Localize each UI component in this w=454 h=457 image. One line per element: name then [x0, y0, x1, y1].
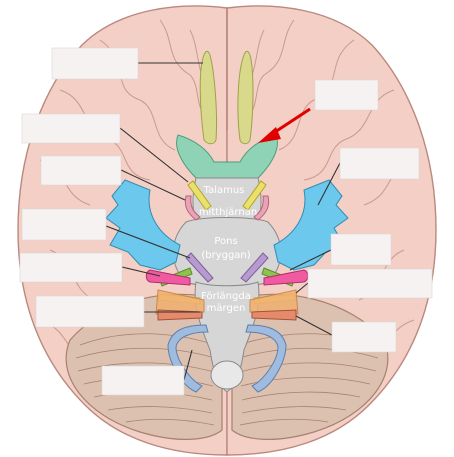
- leader-line-10: [295, 282, 309, 294]
- hypoglossal-left: [167, 324, 209, 393]
- vestibulocochlear-left: [145, 269, 191, 286]
- hypoglossal-right: [245, 324, 287, 393]
- olfactory-tract-right: [237, 50, 254, 145]
- label-box-10[interactable]: [330, 233, 392, 266]
- pons-label: Pons: [214, 236, 237, 247]
- leader-lines: [105, 62, 341, 381]
- leader-line-3: [120, 169, 186, 201]
- label-box-1[interactable]: [51, 47, 139, 80]
- accessory-right: [251, 309, 297, 321]
- leader-line-2: [119, 127, 189, 183]
- thalamus-label: Talamus: [203, 185, 245, 196]
- medulla-label-line2: märgen: [207, 303, 246, 314]
- label-box-12[interactable]: [331, 321, 397, 353]
- leader-line-5: [121, 266, 161, 277]
- vagus-left: [155, 289, 205, 315]
- trochlear-right: [253, 195, 270, 221]
- hypoglossal-nerves: [167, 324, 287, 393]
- leader-line-11: [295, 315, 333, 336]
- pons-alt-label: (bryggan): [201, 250, 250, 261]
- trigeminal-right: [273, 179, 349, 271]
- leader-line-8: [317, 162, 341, 206]
- label-box-9[interactable]: [339, 147, 420, 180]
- label-box-8[interactable]: [314, 79, 379, 111]
- leader-line-7: [183, 349, 193, 381]
- label-box-7[interactable]: [101, 365, 185, 396]
- abducens-right: [240, 252, 269, 283]
- label-box-3[interactable]: [40, 155, 122, 186]
- medulla-label-line1: Förlängda: [201, 291, 251, 302]
- spinal-cord-section: [210, 360, 244, 390]
- vagus-nerves: [155, 289, 299, 315]
- vagus-right: [249, 289, 299, 315]
- oculomotor-right: [242, 180, 267, 211]
- olfactory-tract-left: [199, 50, 218, 145]
- trochlear-nerves: [184, 195, 270, 221]
- label-box-4[interactable]: [21, 208, 107, 241]
- trochlear-left: [184, 195, 201, 221]
- abducens-left: [185, 252, 214, 283]
- arrow-head: [258, 127, 281, 143]
- label-boxes: [19, 47, 433, 396]
- label-box-5[interactable]: [19, 252, 123, 283]
- arrow-shaft: [271, 107, 311, 136]
- vestibulocochlear-nerves: [145, 269, 309, 286]
- vestibulocochlear-right: [263, 269, 309, 286]
- region-labels: Talamus mitthjärnan Pons (bryggan) Förlä…: [199, 185, 257, 314]
- abducens-nerves: [185, 252, 269, 283]
- label-box-2[interactable]: [21, 113, 121, 144]
- label-box-6[interactable]: [35, 295, 145, 328]
- olfactory-nerves: [199, 50, 254, 145]
- midbrain-label: mitthjärnan: [199, 207, 257, 218]
- oculomotor-nerves: [187, 180, 267, 211]
- leader-line-4: [105, 225, 191, 259]
- label-box-11[interactable]: [307, 268, 433, 299]
- oculomotor-left: [187, 180, 212, 211]
- leader-line-9: [289, 249, 332, 271]
